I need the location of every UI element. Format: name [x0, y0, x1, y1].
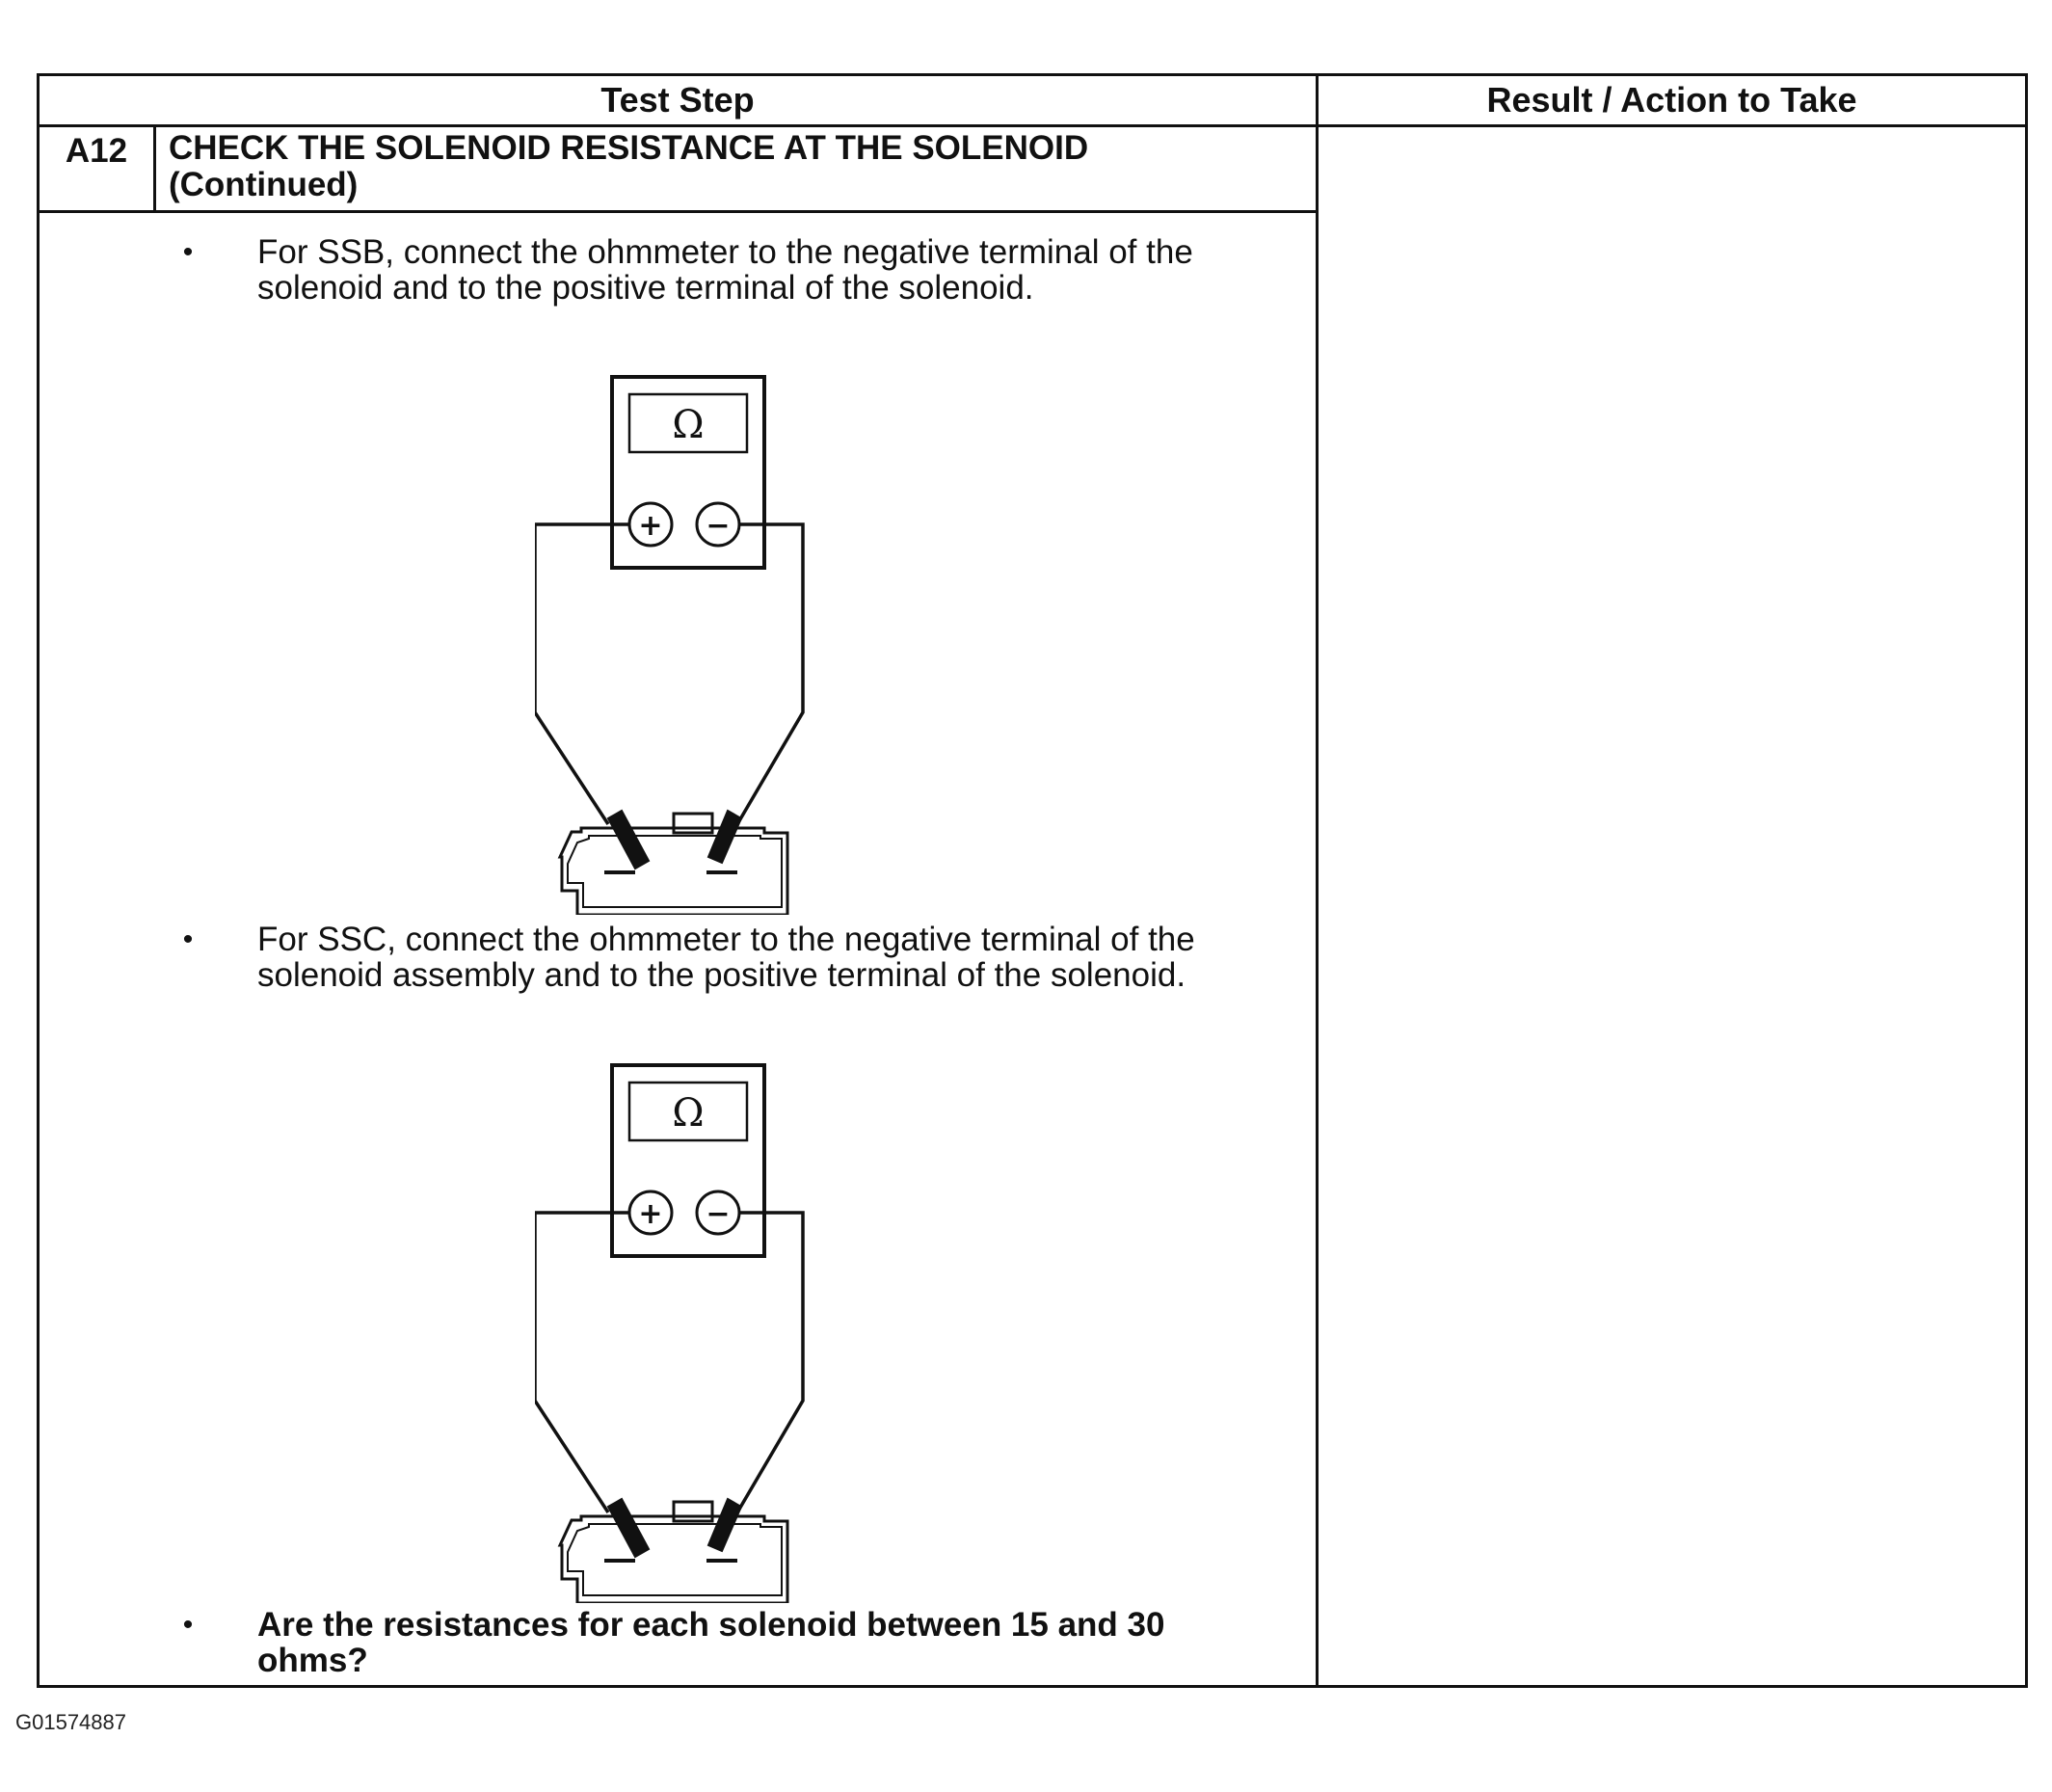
header-divider	[40, 124, 2025, 127]
test-step-table: Test Step Result / Action to Take A12 CH…	[37, 73, 2028, 1688]
solenoid-connector-inner	[567, 1523, 783, 1596]
step-id: A12	[65, 132, 128, 170]
question-text: Are the resistances for each solenoid be…	[257, 1606, 1165, 1679]
solenoid-connector-outline	[557, 826, 789, 915]
ohmmeter-diagram-ssc: Ω + −	[535, 1063, 805, 1603]
plus-icon: +	[638, 509, 662, 543]
minus-icon: −	[706, 1197, 730, 1231]
figure-code: G01574887	[15, 1710, 126, 1734]
ohmmeter-display	[627, 392, 749, 454]
ohm-icon: Ω	[672, 1091, 704, 1136]
negative-lead	[735, 522, 805, 825]
bullet-icon: •	[182, 236, 194, 268]
ohm-icon: Ω	[672, 403, 704, 447]
plus-icon: +	[638, 1197, 662, 1231]
header-test-step: Test Step	[600, 80, 755, 120]
probe-left-icon	[606, 1497, 651, 1559]
ohmmeter-body	[610, 1063, 766, 1258]
step-row-divider	[40, 210, 1316, 213]
solenoid-connector-inner	[567, 835, 783, 908]
instruction-ssc: • For SSC, connect the ohmmeter to the n…	[169, 922, 1306, 999]
bullet-icon: •	[182, 1609, 194, 1641]
instruction-text: For SSB, connect the ohmmeter to the neg…	[257, 233, 1193, 307]
question-resistance: • Are the resistances for each solenoid …	[169, 1607, 1306, 1684]
ohmmeter-diagram-ssb: Ω + −	[535, 375, 805, 915]
step-title: CHECK THE SOLENOID RESISTANCE AT THE SOL…	[169, 129, 1089, 203]
probe-left-icon	[606, 809, 651, 870]
positive-lead	[535, 522, 629, 825]
positive-lead	[535, 1211, 629, 1513]
solenoid-key	[672, 812, 714, 835]
ohmmeter-display	[627, 1081, 749, 1142]
solenoid-connector-outline	[557, 1514, 789, 1603]
ohmmeter-body	[610, 375, 766, 570]
header-result-action: Result / Action to Take	[1486, 80, 1857, 120]
bullet-icon: •	[182, 923, 194, 955]
minus-icon: −	[706, 509, 730, 543]
probe-right-icon	[706, 809, 743, 865]
column-divider	[1316, 76, 1319, 1685]
negative-lead	[735, 1211, 805, 1513]
solenoid-key	[672, 1500, 714, 1523]
step-id-divider	[153, 127, 156, 210]
instruction-text: For SSC, connect the ohmmeter to the neg…	[257, 921, 1195, 994]
instruction-ssb: • For SSB, connect the ohmmeter to the n…	[169, 234, 1306, 311]
probe-right-icon	[706, 1497, 743, 1553]
